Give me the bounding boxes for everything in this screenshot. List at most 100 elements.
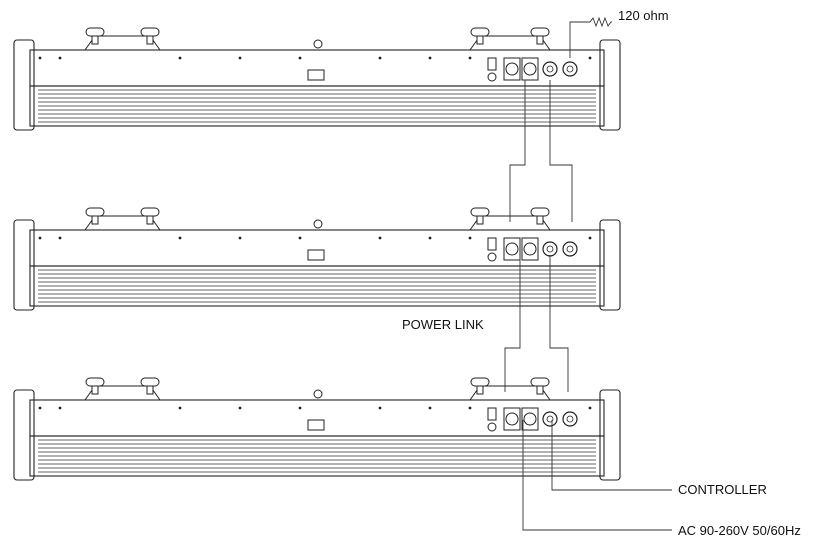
screw	[178, 406, 182, 410]
screw	[58, 56, 62, 60]
screw	[468, 406, 472, 410]
power-connector	[521, 237, 539, 261]
knob-handle	[530, 377, 550, 387]
screw	[468, 56, 472, 60]
power-connector	[521, 57, 539, 81]
xlr-pins	[546, 65, 554, 73]
knob-handle	[530, 207, 550, 217]
screw	[238, 406, 242, 410]
label-plate	[307, 249, 325, 261]
screw	[298, 56, 302, 60]
labels: 120 ohm POWER LINK CONTROLLER AC 90-260V…	[402, 8, 801, 538]
fixture-2	[13, 207, 621, 311]
fixture-3	[13, 377, 621, 481]
knob-handle	[85, 27, 105, 37]
xlr-connector	[542, 241, 558, 257]
screw	[38, 236, 42, 240]
xlr-connector	[542, 411, 558, 427]
knob-handle	[140, 207, 160, 217]
fuse-holder	[487, 422, 497, 432]
power-cable-2-3	[504, 255, 521, 392]
knob-handle	[470, 377, 490, 387]
knob-stem	[536, 35, 544, 45]
screw	[298, 406, 302, 410]
ring-mount	[313, 389, 323, 399]
xlr-pins	[546, 415, 554, 423]
power-connector-socket	[523, 242, 537, 256]
lens-housing	[29, 435, 605, 477]
bracket	[469, 385, 551, 401]
power-switch	[487, 57, 497, 71]
screw	[58, 406, 62, 410]
label-plate	[307, 419, 325, 431]
screw	[468, 236, 472, 240]
ac-input-cable	[522, 420, 672, 531]
knob-stem	[536, 385, 544, 395]
right-end-cap	[599, 39, 621, 131]
power-cable-1-2	[509, 80, 526, 222]
power-connector	[521, 407, 539, 431]
power-connector-socket	[505, 412, 519, 426]
fuse-holder	[487, 72, 497, 82]
ac-input-label: AC 90-260V 50/60Hz	[678, 523, 801, 538]
power-connector-socket	[505, 62, 519, 76]
power-switch	[487, 237, 497, 251]
data-cable-1-2	[549, 80, 573, 222]
bracket	[84, 35, 161, 51]
screw	[378, 406, 382, 410]
power-connector-socket	[523, 412, 537, 426]
xlr-connector	[562, 241, 578, 257]
knob-handle	[85, 377, 105, 387]
power-connector	[503, 57, 521, 81]
controller-cable	[551, 420, 672, 491]
power-link-label: POWER LINK	[402, 317, 484, 332]
screw	[378, 236, 382, 240]
fixture-1	[13, 27, 621, 131]
power-switch	[487, 407, 497, 421]
knob-handle	[530, 27, 550, 37]
knob-handle	[470, 207, 490, 217]
knob-stem	[146, 215, 154, 225]
knob-handle	[140, 27, 160, 37]
xlr-connector	[562, 411, 578, 427]
fuse-holder	[487, 252, 497, 262]
screw	[238, 56, 242, 60]
cables	[504, 16, 672, 531]
left-end-cap	[13, 219, 35, 311]
terminator-label: 120 ohm	[618, 8, 669, 23]
screw	[378, 56, 382, 60]
screw	[178, 56, 182, 60]
screw	[428, 236, 432, 240]
knob-stem	[91, 35, 99, 45]
bracket	[84, 385, 161, 401]
power-connector	[503, 407, 521, 431]
data-cable-2-3	[549, 255, 569, 392]
label-plate	[307, 69, 325, 81]
right-end-cap	[599, 219, 621, 311]
power-connector-socket	[505, 242, 519, 256]
screw	[588, 56, 592, 60]
lens-housing	[29, 265, 605, 307]
left-end-cap	[13, 39, 35, 131]
xlr-pins	[566, 65, 574, 73]
screw	[38, 406, 42, 410]
ring-mount	[313, 39, 323, 49]
knob-handle	[470, 27, 490, 37]
bracket	[84, 215, 161, 231]
power-connector	[503, 237, 521, 261]
screw	[428, 406, 432, 410]
xlr-connector	[542, 61, 558, 77]
screw	[178, 236, 182, 240]
xlr-pins	[546, 245, 554, 253]
knob-stem	[476, 385, 484, 395]
knob-handle	[140, 377, 160, 387]
fixtures-group	[13, 27, 621, 481]
knob-stem	[476, 35, 484, 45]
xlr-connector	[562, 61, 578, 77]
knob-stem	[146, 35, 154, 45]
right-end-cap	[599, 389, 621, 481]
screw	[428, 56, 432, 60]
knob-stem	[91, 385, 99, 395]
knob-stem	[91, 215, 99, 225]
